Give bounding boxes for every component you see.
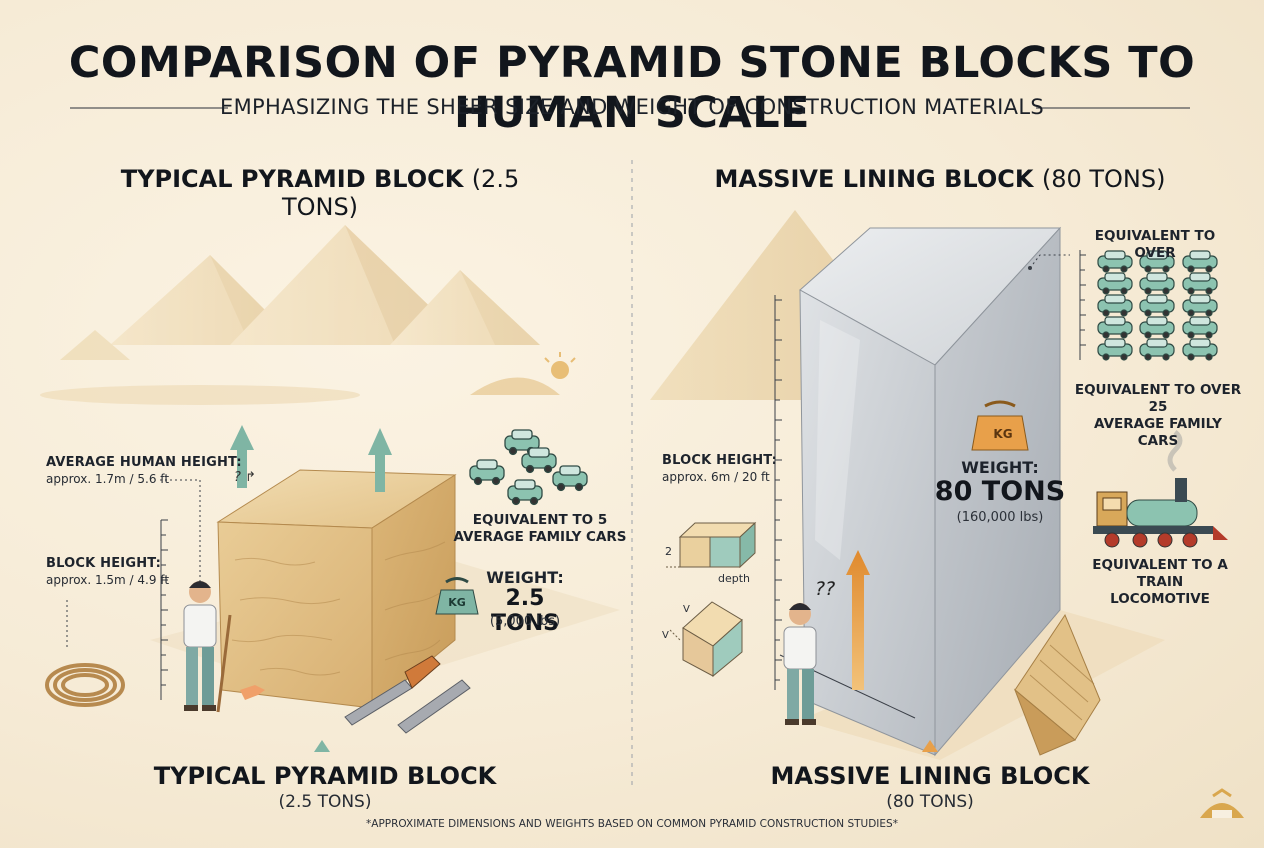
train-equivalent: EQUIVALENT TO A TRAIN LOCOMOTIVE [1085, 557, 1235, 608]
right-kg-badge: KG [993, 427, 1013, 441]
human-height-value: approx. 1.7m / 5.6 ft [46, 472, 170, 486]
left-heading: TYPICAL PYRAMID BLOCK (2.5 TONS) [90, 165, 550, 221]
logo-icon [1200, 788, 1244, 818]
left-cars-line1: EQUIVALENT TO 5 [472, 512, 608, 528]
doodle-mark: ? ↱ [234, 470, 256, 485]
left-weight-value: 2.5 TONS [491, 586, 559, 636]
right-bottom-subtitle: (80 TONS) [886, 792, 974, 812]
right-cars-top-label: EQUIVALENT TO OVER [1094, 228, 1216, 261]
arrow-up-icon [846, 550, 870, 690]
ramp-icon [1013, 613, 1101, 756]
rope-icon [45, 663, 125, 707]
train-line2: TRAIN LOCOMOTIVE [1110, 574, 1210, 607]
right-bottom-title: MASSIVE LINING BLOCK [770, 762, 1090, 790]
cube-diagram-icon [665, 521, 757, 678]
left-heading-bold: TYPICAL PYRAMID BLOCK [120, 165, 464, 193]
page-title: COMPARISON OF PYRAMID STONE BLOCKS TO HU… [68, 38, 1196, 138]
arrow-up-icon [230, 425, 392, 492]
diagram-v1-label: V [683, 604, 690, 615]
left-bottom-subtitle: (2.5 TONS) [278, 792, 372, 812]
left-heading-light: (2.5 TONS) [281, 165, 520, 221]
right-block-height-label: BLOCK HEIGHT: [662, 453, 778, 468]
right-weight-lbs: (160,000 lbs) [956, 510, 1044, 525]
diagram-v2-label: V [662, 630, 669, 641]
page-subtitle: EMPHASIZING THE SHEER SIZE AND WEIGHT OF… [220, 95, 1044, 119]
train-line1: EQUIVALENT TO A [1092, 557, 1228, 573]
right-block-height-value: approx. 6m / 20 ft [662, 470, 770, 484]
weight-icon [971, 400, 1029, 451]
question-marks: ?? [815, 578, 836, 600]
left-kg-badge: KG [448, 596, 466, 609]
car-icon [1097, 250, 1218, 361]
right-cars-equivalent: EQUIVALENT TO OVER 25 AVERAGE FAMILY CAR… [1072, 382, 1244, 450]
person-icon [783, 603, 817, 725]
right-cars-line2: AVERAGE FAMILY CARS [1094, 416, 1222, 449]
right-weight-label: WEIGHT: [961, 458, 1039, 477]
right-cars-line1: EQUIVALENT TO OVER 25 [1074, 382, 1242, 415]
footnote: *APPROXIMATE DIMENSIONS AND WEIGHTS BASE… [366, 818, 898, 830]
car-icon [469, 429, 588, 506]
human-height-label: AVERAGE HUMAN HEIGHT: [46, 455, 242, 470]
left-cars-line2: AVERAGE FAMILY CARS [453, 529, 627, 545]
right-heading-bold: MASSIVE LINING BLOCK [714, 165, 1034, 193]
left-weight-label: WEIGHT: [486, 568, 564, 587]
weight-icon [435, 577, 479, 615]
left-cars-equivalent: EQUIVALENT TO 5 AVERAGE FAMILY CARS [445, 512, 635, 546]
right-heading-light: (80 TONS) [1041, 165, 1166, 193]
chisel-icon [344, 655, 471, 734]
left-bottom-title: TYPICAL PYRAMID BLOCK [153, 762, 497, 790]
right-heading: MASSIVE LINING BLOCK (80 TONS) [700, 165, 1180, 193]
granite-block [799, 226, 1062, 757]
pyramid-icon [60, 225, 540, 360]
train-icon [1093, 430, 1228, 548]
left-block-height-label: BLOCK HEIGHT: [46, 556, 162, 571]
left-block-height-value: approx. 1.5m / 4.9 ft [46, 573, 170, 587]
diagram-two-label: 2 [665, 545, 672, 558]
person-icon [183, 581, 232, 713]
ruler-icon [160, 519, 168, 700]
left-weight-lbs: (5,000 lbs) [489, 614, 561, 629]
right-weight-value: 80 TONS [934, 476, 1066, 507]
diagram-depth-label: depth [718, 572, 751, 585]
